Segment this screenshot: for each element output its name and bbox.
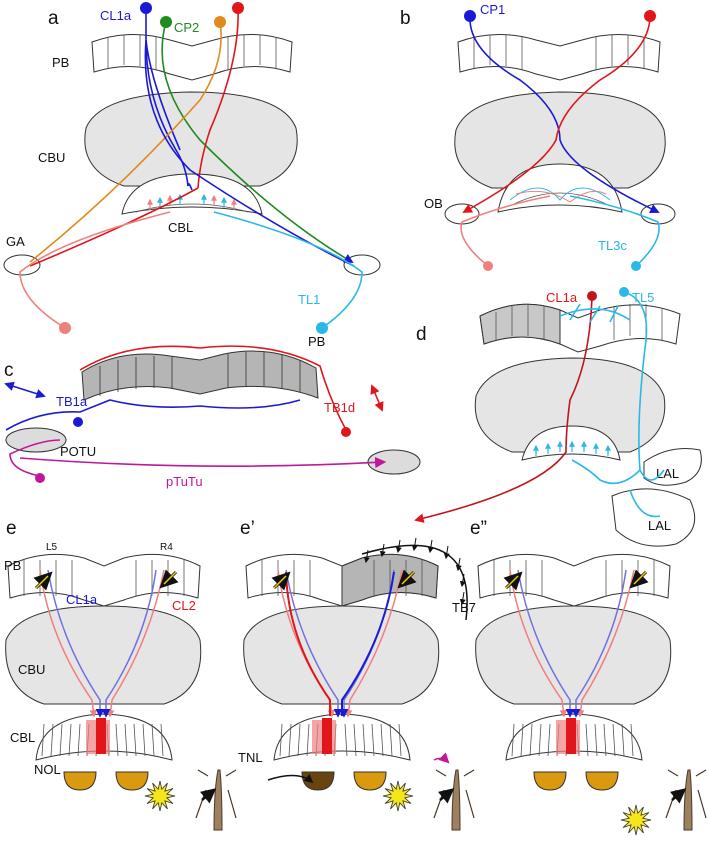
nol-right-e <box>586 772 618 790</box>
pink-soma-b <box>483 261 493 271</box>
rotation-arrow-icon <box>434 758 448 762</box>
tnl-label-e1: TNL <box>238 750 263 765</box>
tb1d-label-c: TB1d <box>324 400 355 415</box>
pb-label-c: PB <box>308 334 325 349</box>
tl5-label-d: TL5 <box>632 290 654 305</box>
locust-icon <box>452 770 460 830</box>
sun-icon <box>621 805 651 835</box>
cbl-label-a: CBL <box>168 220 193 235</box>
nol-label-e: NOL <box>34 762 61 777</box>
cl1a-soma-d <box>587 291 597 301</box>
sun-icon <box>145 781 175 811</box>
nol-left-e <box>64 772 96 790</box>
panel-e-label: e <box>6 518 17 539</box>
tl5-soma-d <box>619 287 629 297</box>
nol-left-e <box>534 772 566 790</box>
tb7-input-arrow <box>446 546 448 558</box>
cbu-label-a: CBU <box>38 150 65 165</box>
cp2-label-a: CP2 <box>174 20 199 35</box>
pink-neuron-a <box>20 212 170 328</box>
e-subpanel-1 <box>244 554 474 830</box>
lal-lower-label-d: LAL <box>648 518 671 533</box>
cl1a-label-a: CL1a <box>100 8 132 23</box>
cl1a-label-d: CL1a <box>546 290 578 305</box>
tl3c-label-b: TL3c <box>598 238 627 253</box>
tb7-label-e1: TB7 <box>452 600 476 615</box>
cbu-label-e: CBU <box>18 662 45 677</box>
cl2-label-e: CL2 <box>172 598 196 613</box>
cp1-label-b: CP1 <box>480 2 505 17</box>
panel-a-label: a <box>48 8 59 29</box>
cl1a-soma-a <box>140 2 152 14</box>
red-soma-a <box>232 2 244 14</box>
tl3c-soma-b <box>631 261 641 271</box>
tb7-input-arrow <box>430 540 432 552</box>
ob-label-b: OB <box>424 196 443 211</box>
cbl-activity-bump <box>96 718 106 754</box>
tb1a-direction-arrow <box>6 384 44 396</box>
cbu-shape-e <box>6 606 201 704</box>
cp2-soma-a <box>160 16 172 28</box>
tb1d-direction-arrow <box>372 386 382 410</box>
nol-right-e <box>354 772 386 790</box>
locust-icon <box>684 770 692 830</box>
panel-b: b OB CP1 TL3c <box>400 2 675 271</box>
pb-shape-e <box>478 554 670 606</box>
tl1-soma-a <box>316 322 328 334</box>
cl1a-label-e: CL1a <box>66 592 98 607</box>
locust-icon <box>214 770 222 830</box>
cbu-shape-e <box>476 606 671 704</box>
tb1a-label-c: TB1a <box>56 394 88 409</box>
orange-soma-a <box>214 16 226 28</box>
ga-label-a: GA <box>6 234 25 249</box>
potu-label-c: POTU <box>60 444 96 459</box>
cp1-soma-b <box>464 10 476 22</box>
cbl-activity-bump <box>322 718 332 754</box>
sun-icon <box>383 781 413 811</box>
panel-b-label: b <box>400 8 411 29</box>
panel-e-group <box>6 538 706 835</box>
panel-c-label: c <box>4 360 14 381</box>
pb-shape-c <box>82 351 318 400</box>
panel-e2-label: e” <box>470 518 487 539</box>
red-soma-b <box>644 10 656 22</box>
panel-e1-label: e’ <box>240 518 255 539</box>
e-subpanel-0 <box>6 554 236 830</box>
pb-shape-a <box>92 34 292 80</box>
ptutu-soma-c <box>35 473 45 483</box>
pb-label-e: PB <box>4 558 21 573</box>
cbu-shape-a <box>85 92 297 186</box>
l5-label-e: L5 <box>46 542 58 553</box>
pb-label-a: PB <box>52 55 69 70</box>
tb7-input-arrow <box>414 538 416 550</box>
panel-d: d LAL LAL CL1a TL5 <box>416 287 701 546</box>
cbl-shape-e <box>274 714 410 760</box>
e-subpanel-2 <box>476 554 706 835</box>
cbu-shape-e <box>244 606 439 704</box>
tb1a-soma-c <box>73 417 83 427</box>
r4-label-e: R4 <box>160 542 173 553</box>
lal-upper-label-d: LAL <box>656 466 679 481</box>
panel-a: a PB CBU CBL GA <box>4 2 380 334</box>
cbl-activity-bump <box>566 718 576 754</box>
panel-d-label: d <box>416 324 427 345</box>
tb1d-soma-c <box>341 427 351 437</box>
tl1-label-a: TL1 <box>298 292 320 307</box>
cbl-label-e: CBL <box>10 730 35 745</box>
nol-right-e <box>116 772 148 790</box>
tb1a-neuron-c <box>6 400 300 430</box>
tl1-neuron-a <box>214 212 362 328</box>
panel-c: c PB POTU TB1a TB1d pTuTu <box>4 334 420 489</box>
nol-left-e <box>302 772 334 790</box>
pink-soma-a <box>59 322 71 334</box>
ptutu-label-c: pTuTu <box>166 474 203 489</box>
